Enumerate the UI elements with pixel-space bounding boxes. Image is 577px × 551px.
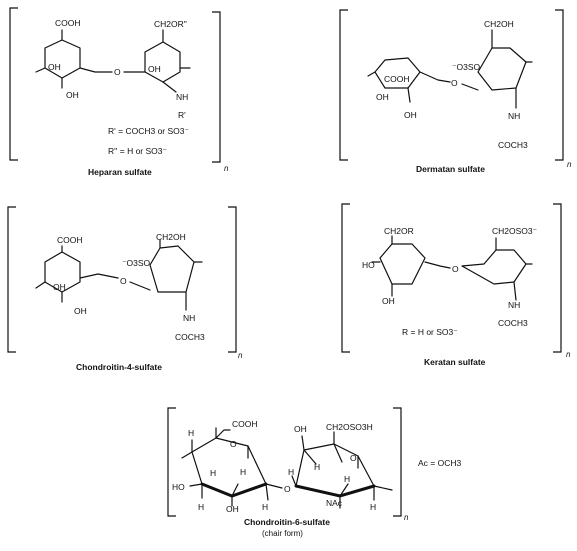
ring-2-substituents bbox=[495, 237, 533, 301]
ring-2-acetyl: COCH3 bbox=[175, 332, 205, 342]
ring-1-substituents bbox=[35, 245, 119, 303]
repeat-subscript: n bbox=[238, 351, 243, 360]
ring-2-nh: NH bbox=[183, 313, 195, 323]
ring-1-oh: OH bbox=[382, 296, 395, 306]
ring-2-top: CH2OH bbox=[156, 232, 186, 242]
chondroitin-6-sulfate-panel: n O COOH H H H HO H OH H O OH CH2OSO3H H… bbox=[167, 407, 461, 538]
left-bracket bbox=[167, 407, 176, 517]
ring-oxygen-2: O bbox=[350, 453, 357, 463]
ring-2 bbox=[149, 245, 195, 293]
ring-1-substituents bbox=[371, 235, 451, 297]
repeat-subscript: n bbox=[566, 350, 571, 359]
glycosidic-oxygen: O bbox=[284, 484, 291, 494]
dermatan-sulfate-panel: n COOH OH OH O CH2OH ⁻O3SO NH COCH3 Derm… bbox=[339, 9, 572, 174]
ring-2-acetyl: COCH3 bbox=[498, 318, 528, 328]
h-5: H bbox=[262, 502, 268, 512]
ring-1-acid: COOH bbox=[57, 235, 83, 245]
note-1: R = H or SO3⁻ bbox=[402, 327, 458, 337]
h-3: H bbox=[240, 467, 246, 477]
left-bracket bbox=[341, 203, 350, 353]
repeat-subscript: n bbox=[567, 160, 572, 169]
heparan-sulfate-panel: n COOH OH OH O CH2OR" OH NH R' R' = COCH… bbox=[9, 7, 229, 177]
oh-lower: OH bbox=[226, 504, 239, 514]
repeat-subscript: n bbox=[224, 164, 229, 173]
caption-keratan-sulfate: Keratan sulfate bbox=[424, 357, 486, 367]
acid: COOH bbox=[232, 419, 258, 429]
ho-label: HO bbox=[172, 482, 185, 492]
left-bracket bbox=[339, 9, 348, 161]
chair-1-substituents bbox=[181, 427, 283, 507]
glycosidic-oxygen: O bbox=[451, 78, 458, 88]
ring-oxygen-1: O bbox=[230, 439, 237, 449]
chair-2-bold-edge bbox=[294, 484, 376, 498]
ring-1-acid: COOH bbox=[384, 74, 410, 84]
glycosidic-oxygen: O bbox=[120, 276, 127, 286]
ring-2-acetyl: COCH3 bbox=[498, 140, 528, 150]
right-bracket bbox=[212, 11, 221, 163]
ring-1-oh-b: OH bbox=[404, 110, 417, 120]
glycosidic-oxygen: O bbox=[114, 67, 121, 77]
h-1: H bbox=[188, 428, 194, 438]
h-6: H bbox=[314, 462, 320, 472]
ring-2-substituents bbox=[162, 29, 191, 93]
ring-2 bbox=[123, 41, 181, 83]
right-bracket bbox=[228, 206, 237, 353]
ring-1-oh-b: OH bbox=[74, 306, 87, 316]
note-1: Ac = OCH3 bbox=[418, 458, 461, 468]
ring-1-oh-a: OH bbox=[53, 282, 66, 292]
right-bracket bbox=[555, 9, 564, 161]
nhac-label: NAc bbox=[326, 498, 343, 508]
h-2: H bbox=[210, 468, 216, 478]
ring-1-oh-b: OH bbox=[66, 90, 79, 100]
keratan-sulfate-panel: n CH2OR HO OH O CH2OSO3⁻ NH COCH3 R = H … bbox=[341, 203, 571, 367]
ring-2-top: CH2OH bbox=[484, 19, 514, 29]
glycosidic-oxygen: O bbox=[452, 264, 459, 274]
ring-1-acid: COOH bbox=[55, 18, 81, 28]
ring-2-substituents bbox=[129, 239, 203, 311]
right-bracket bbox=[553, 203, 562, 353]
right-bracket bbox=[393, 407, 402, 517]
note-2: R'' = H or SO3⁻ bbox=[108, 146, 167, 156]
h-4: H bbox=[198, 502, 204, 512]
ring-2-top: CH2OR" bbox=[154, 19, 187, 29]
ring-2-r: R' bbox=[178, 110, 186, 120]
ch2-group: CH2OSO3H bbox=[326, 422, 373, 432]
ring-2-nh: NH bbox=[176, 92, 188, 102]
ring-2-so3: ⁻O3SO bbox=[122, 258, 150, 268]
ring-1-oh-a: OH bbox=[376, 92, 389, 102]
repeat-subscript: n bbox=[404, 513, 409, 522]
left-bracket bbox=[7, 206, 16, 353]
left-bracket bbox=[9, 7, 18, 161]
ring-2-nh: NH bbox=[508, 111, 520, 121]
chair-2-substituents bbox=[291, 431, 393, 509]
chair-1-bold-edge bbox=[200, 482, 268, 498]
h-9: H bbox=[370, 502, 376, 512]
ring-1-substituents bbox=[35, 29, 113, 89]
ring-2-substituents bbox=[461, 29, 533, 109]
ring-1-ho: HO bbox=[362, 260, 375, 270]
ring-2 bbox=[477, 47, 527, 91]
ring-1-oh-a: OH bbox=[48, 62, 61, 72]
caption-chondroitin-6-sulfate: Chondroitin-6-sulfate bbox=[244, 517, 330, 527]
oh-top: OH bbox=[294, 424, 307, 434]
ring-1-substituents bbox=[367, 71, 451, 103]
ring-1-top: CH2OR bbox=[384, 226, 414, 236]
h-8: H bbox=[344, 474, 350, 484]
ring-2-so3: ⁻O3SO bbox=[452, 62, 480, 72]
ring-1 bbox=[379, 243, 426, 285]
caption-dermatan-sulfate: Dermatan sulfate bbox=[416, 164, 485, 174]
chondroitin-4-sulfate-panel: n COOH OH OH O CH2OH ⁻O3SO NH COCH3 Chon… bbox=[7, 206, 243, 372]
ring-2-oh: OH bbox=[148, 64, 161, 74]
caption-chair-form: (chair form) bbox=[262, 529, 303, 538]
caption-chondroitin-4-sulfate: Chondroitin-4-sulfate bbox=[76, 362, 162, 372]
ring-2 bbox=[461, 249, 527, 285]
ring-1 bbox=[44, 39, 81, 79]
caption-heparan-sulfate: Heparan sulfate bbox=[88, 167, 152, 177]
note-1: R' = COCH3 or SO3⁻ bbox=[108, 126, 189, 136]
h-7: H bbox=[288, 467, 294, 477]
ring-2-top: CH2OSO3⁻ bbox=[492, 226, 538, 236]
ring-2-nh: NH bbox=[508, 300, 520, 310]
